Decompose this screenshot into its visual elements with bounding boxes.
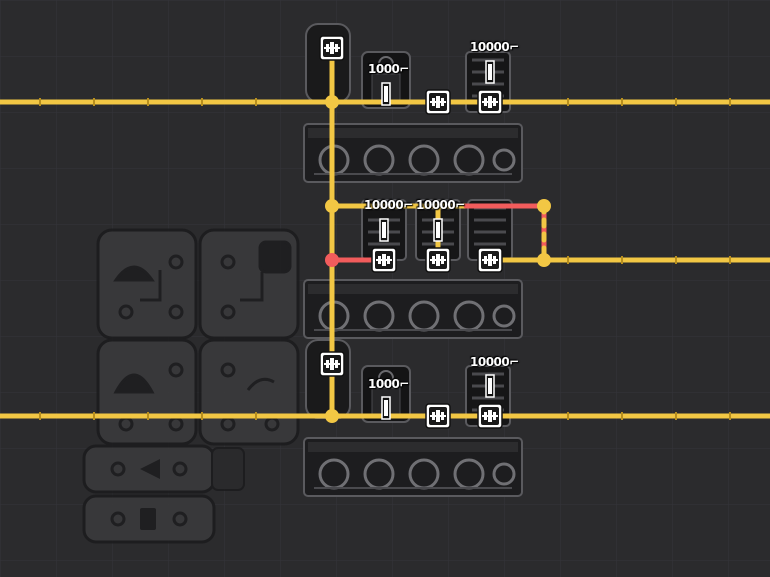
top-generator-building[interactable] — [306, 24, 526, 184]
middle-battery-building[interactable] — [306, 186, 526, 336]
automation-overlay-panel[interactable] — [98, 230, 298, 444]
wire-joints — [325, 95, 551, 423]
play-direction-icon — [110, 459, 188, 479]
circuit-panel-icon — [113, 240, 292, 432]
bottom-generator-building[interactable] — [306, 340, 526, 500]
wire-ticks — [39, 98, 731, 420]
automation-port-icon — [110, 508, 188, 530]
automation-port-button[interactable] — [84, 496, 214, 542]
play-direction-button[interactable] — [84, 446, 214, 492]
